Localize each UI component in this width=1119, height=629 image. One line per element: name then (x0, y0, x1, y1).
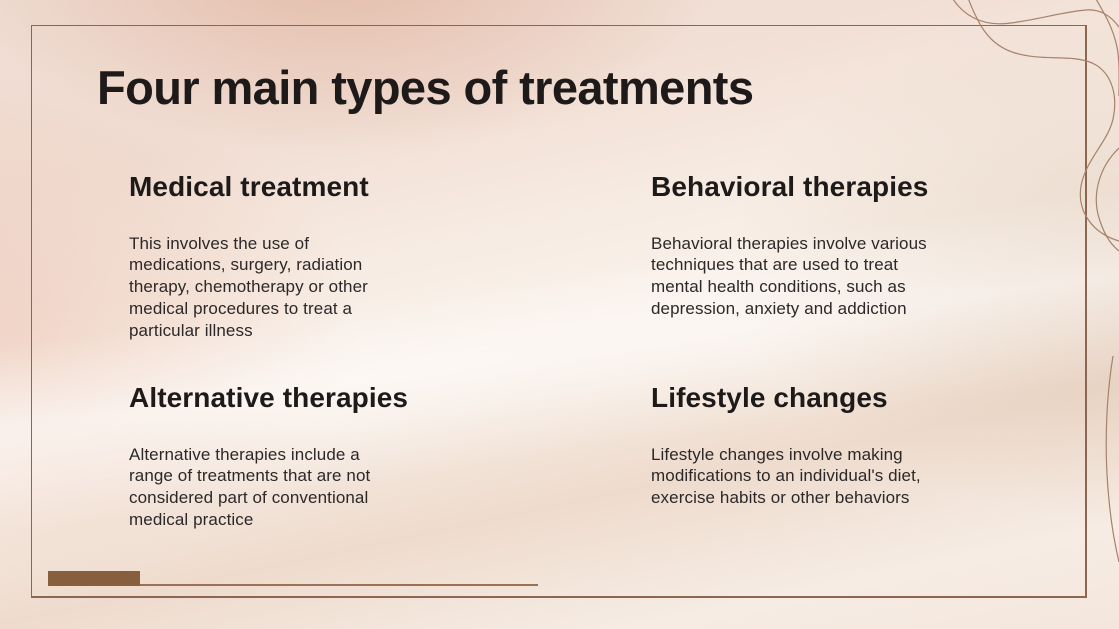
section-medical-treatment: Medical treatment This involves the use … (129, 170, 489, 341)
slide-title: Four main types of treatments (97, 61, 754, 114)
section-body-text: Behavioral therapies involve various tec… (651, 233, 927, 318)
footer-accent-bar (48, 571, 140, 586)
section-heading: Medical treatment (129, 171, 369, 202)
section-body-text: This involves the use of medications, su… (129, 233, 368, 340)
section-body-text: Alternative therapies include a range of… (129, 444, 371, 529)
section-heading: Alternative therapies (129, 382, 409, 413)
section-lifestyle-changes: Lifestyle changes Lifestyle changes invo… (651, 381, 1031, 509)
slide-border-frame (31, 25, 1087, 598)
footer-accent-line (48, 584, 538, 586)
section-alternative-therapies: Alternative therapies Alternative therap… (129, 381, 489, 531)
section-body-text: Lifestyle changes involve making modific… (651, 444, 921, 508)
section-heading: Behavioral therapies (651, 171, 929, 202)
section-behavioral-therapies: Behavioral therapies Behavioral therapie… (651, 170, 1031, 320)
section-heading: Lifestyle changes (651, 382, 888, 413)
